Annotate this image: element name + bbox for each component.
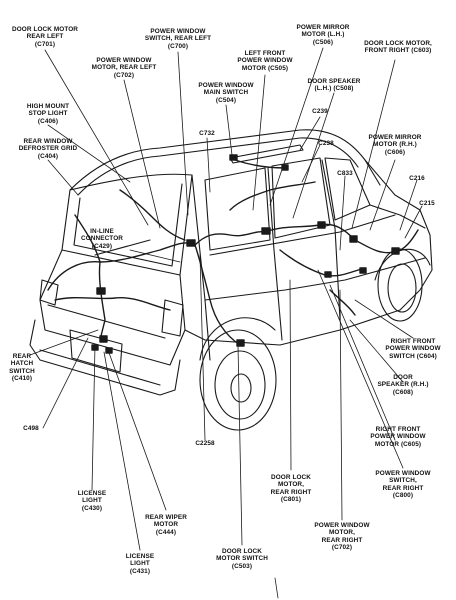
label-c238: C238 <box>318 140 334 147</box>
label-door-speaker-lh: DOOR SPEAKER(L.H.) (C508) <box>307 78 361 93</box>
label-c732: C732 <box>199 130 215 137</box>
label-door-lock-motor-front-right: DOOR LOCK MOTOR,FRONT RIGHT (C603) <box>364 40 432 55</box>
label-c498: C498 <box>23 425 39 432</box>
leader-lines <box>29 47 423 599</box>
label-c833: C833 <box>337 170 353 177</box>
wiring-harness <box>47 154 419 354</box>
label-c2258: C2258 <box>195 440 215 447</box>
label-c216: C216 <box>409 175 425 182</box>
label-c215: C215 <box>419 200 435 207</box>
label-c239: C239 <box>312 108 328 115</box>
